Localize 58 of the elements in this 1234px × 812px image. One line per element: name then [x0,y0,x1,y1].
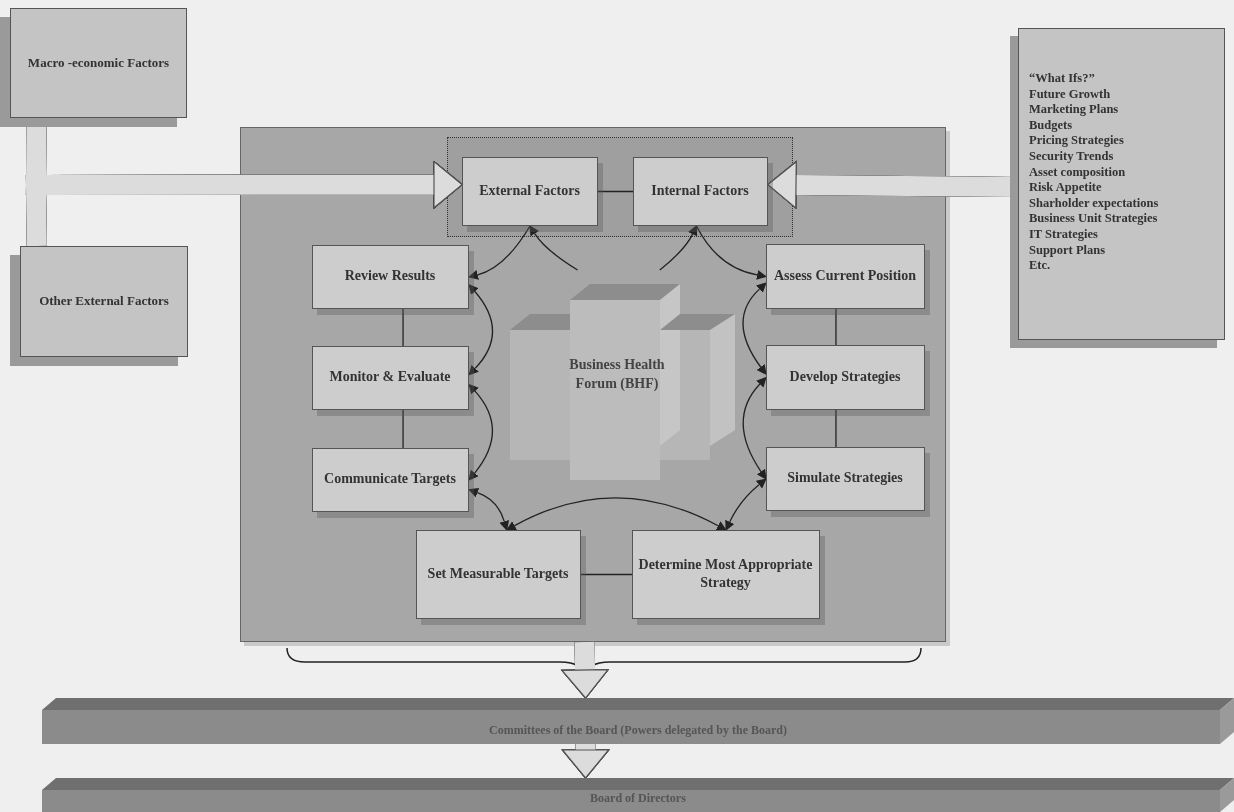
connector [742,281,767,376]
connector [580,573,633,576]
box-label: Develop Strategies [788,367,902,386]
box-label: Monitor & Evaluate [328,368,452,387]
list-item: Business Unit Strategies [1029,211,1158,227]
connector [835,308,837,346]
box-label: External Factors [478,181,581,200]
list-item: Future Growth [1029,86,1111,103]
list-item: Risk Appetite [1029,180,1102,196]
list-item: Asset composition [1029,164,1126,181]
box-label: Review Results [343,267,437,286]
connector [529,225,579,271]
process-box [765,243,925,309]
list-item: Sharholder expectations [1029,195,1159,212]
process-box [311,447,469,512]
box-label: Assess Current Position [772,266,918,285]
box-label: Internal Factors [650,181,750,200]
forum-label: Business Health Forum (BHF) [568,356,666,393]
box-label: Communicate Targets [323,470,457,489]
connector [695,225,767,280]
process-box [311,345,469,410]
box-label: Macro -economic Factors [26,54,171,72]
connector [402,409,404,449]
connector [742,376,767,480]
box-label: Simulate Strategies [786,469,904,488]
process-box [631,529,820,619]
connector [468,283,494,376]
list-item: Budgets [1029,117,1073,134]
connector [597,190,634,193]
forum-panel [240,127,946,642]
box-label: Set Measurable Targets [426,564,570,583]
connector [505,497,728,531]
process-box [415,529,581,619]
list-item: Etc. [1029,258,1051,274]
process-box [632,156,768,226]
block-arrow [561,744,610,779]
dotted-group-frame [446,136,793,237]
block-arrow [25,161,463,247]
process-box [765,446,925,511]
box-label: Determine Most Appropriate Strategy [637,555,814,592]
list-item: Security Trends [1029,148,1114,165]
process-box [311,244,469,309]
connector [468,383,494,481]
box-label: Other External Factors [38,293,170,310]
connector [468,488,509,531]
connector [835,409,837,448]
list-item: IT Strategies [1029,226,1098,243]
process-box [765,344,925,410]
connector [725,478,767,531]
connector [468,225,531,280]
list-item: Marketing Plans [1029,102,1119,118]
process-box [461,156,598,226]
connector [402,308,404,347]
list-item: “What Ifs?” [1029,71,1095,87]
list-item: Support Plans [1029,242,1106,259]
list-item: Pricing Strategies [1029,133,1124,149]
block-arrow [561,641,609,699]
connector [659,225,698,271]
